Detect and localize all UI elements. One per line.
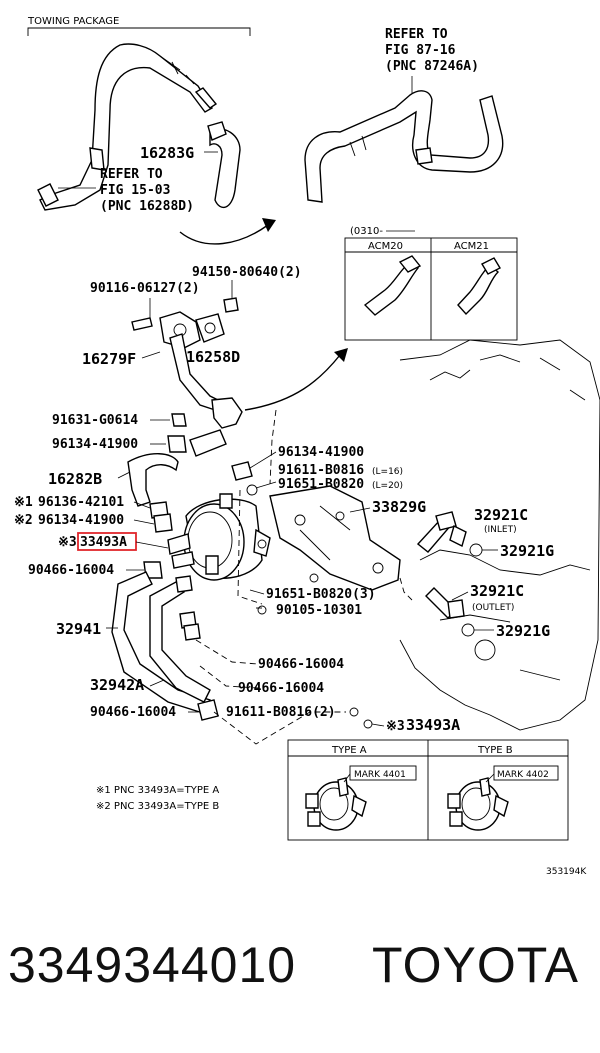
label-91611-a: 91611-B0816 — [278, 463, 364, 478]
flange-16258D — [131, 297, 239, 349]
label-32921G-a: 32921G — [500, 542, 554, 560]
refer-left-line2: FIG 15-03 — [100, 183, 170, 198]
label-32942A: 32942A — [90, 676, 144, 694]
footnote-1: ※1 PNC 33493A=TYPE A — [96, 785, 219, 796]
label-32921G-b: 32921G — [496, 622, 550, 640]
note1-mark: ※1 — [14, 495, 33, 510]
label-32921C-out: 32921C — [470, 582, 524, 600]
mark-b-label: MARK 4402 — [497, 770, 549, 780]
label-91651-b: 91651-B0820(3) — [266, 587, 376, 602]
type-a-label: TYPE A — [331, 745, 367, 756]
type-b-label: TYPE B — [477, 745, 513, 756]
towing-package-bracket: TOWING PACKAGE — [27, 16, 251, 36]
hose-16283G — [207, 121, 241, 209]
label-96136: 96136-42101 — [38, 495, 124, 510]
union-32921C-outlet — [425, 587, 465, 619]
heater-hose-top — [304, 90, 504, 203]
label-outlet: (OUTLET) — [472, 603, 514, 613]
highlight-box — [77, 532, 137, 551]
union-32921C-inlet — [416, 511, 467, 553]
part-footer: 3349344010 TOYOTA — [0, 930, 600, 1010]
label-l20: (L=20) — [372, 481, 403, 491]
variant-box: (0310- ACM20 ACM21 — [344, 226, 518, 341]
label-96134-c: 96134-41900 — [38, 513, 124, 528]
bracket-33829G — [269, 485, 401, 591]
label-91611-b: 91611-B0816(2) — [226, 705, 336, 720]
note3-mark-b: ※3 — [386, 719, 405, 734]
refer-top-line3: (PNC 87246A) — [385, 59, 479, 74]
type-box: TYPE A TYPE B MARK 4401 MARK 4402 — [287, 739, 569, 841]
label-16283G: 16283G — [140, 144, 194, 162]
label-90116: 90116-06127(2) — [90, 281, 200, 296]
brand-name: TOYOTA — [372, 937, 579, 993]
figure-code: 353194K — [546, 867, 587, 877]
mark-a-label: MARK 4401 — [354, 770, 406, 780]
hose-16282B — [127, 453, 179, 507]
note3-mark: ※3 — [58, 535, 77, 550]
label-90105: 90105-10301 — [276, 603, 362, 618]
hose-32941 — [111, 571, 211, 715]
refer-top-block: REFER TO FIG 87-16 (PNC 87246A) — [385, 27, 479, 98]
label-inlet: (INLET) — [484, 525, 517, 535]
label-96134-b: 96134-41900 — [278, 445, 364, 460]
label-33493A: 33493A — [406, 716, 460, 734]
label-94150: 94150-80640(2) — [192, 265, 302, 280]
label-90466-c: 90466-16004 — [238, 681, 324, 696]
label-90466-a: 90466-16004 — [28, 563, 114, 578]
flow-arrow-1 — [179, 218, 276, 245]
refer-left-block: REFER TO FIG 15-03 (PNC 16288D) — [58, 167, 194, 214]
towing-hose-left — [37, 43, 218, 211]
label-91651-a: 91651-B0820 — [278, 477, 364, 492]
label-33829G: 33829G — [372, 498, 426, 516]
towing-package-title: TOWING PACKAGE — [27, 16, 119, 27]
label-91631: 91631-G0614 — [52, 413, 138, 428]
label-32941: 32941 — [56, 620, 101, 638]
label-32921C-in: 32921C — [474, 506, 528, 524]
label-16282B: 16282B — [48, 470, 102, 488]
label-16279F: 16279F — [82, 350, 136, 368]
refer-left-line1: REFER TO — [100, 167, 163, 182]
refer-top-line1: REFER TO — [385, 27, 448, 42]
label-16258D: 16258D — [186, 348, 240, 366]
note2-mark: ※2 — [14, 513, 33, 528]
label-33493A-highlight: 33493A — [80, 535, 127, 550]
oil-cooler-33493A — [167, 493, 271, 581]
short-hose — [189, 429, 227, 457]
parts-diagram: TOWING PACKAGE REFER TO FIG 15-03 (PNC 1… — [14, 16, 600, 877]
label-90466-b: 90466-16004 — [258, 657, 344, 672]
refer-top-line2: FIG 87-16 — [385, 43, 456, 58]
label-l16: (L=16) — [372, 467, 403, 477]
refer-left-line3: (PNC 16288D) — [100, 199, 194, 214]
footnote-2: ※2 PNC 33493A=TYPE B — [96, 801, 219, 812]
flow-arrow-2 — [244, 348, 348, 411]
pipe-16279F — [169, 333, 243, 429]
variant-header: (0310- — [350, 226, 383, 237]
part-number: 3349344010 — [8, 937, 297, 993]
label-96134-a: 96134-41900 — [52, 437, 138, 452]
variant-a-label: ACM20 — [368, 241, 403, 252]
variant-b-label: ACM21 — [454, 241, 489, 252]
label-90466-d: 90466-16004 — [90, 705, 176, 720]
